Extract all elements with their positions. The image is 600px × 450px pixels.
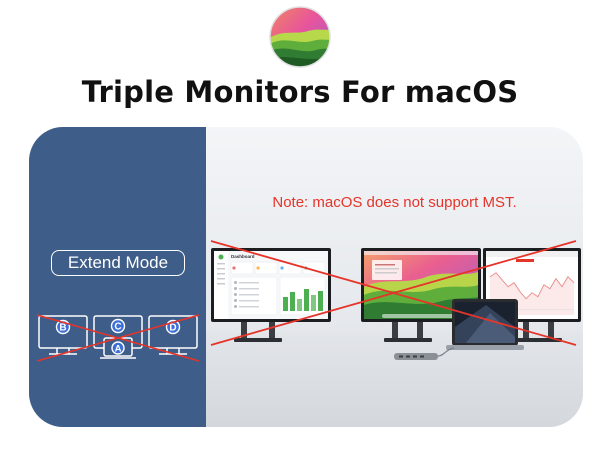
badge-a: A: [111, 341, 125, 355]
svg-text:D: D: [169, 323, 176, 334]
mst-note: Note: macOS does not support MST.: [272, 194, 517, 211]
svg-text:C: C: [114, 322, 121, 333]
svg-text:A: A: [115, 344, 122, 355]
comparison-card: Extend Mode: [29, 127, 583, 427]
macos-sonoma-icon: [269, 6, 331, 68]
dashboard-screen: Dashboard: [214, 251, 328, 319]
dashboard-heading: Dashboard: [231, 254, 255, 259]
page-title: Triple Monitors For macOS: [81, 75, 519, 109]
left-monitor: Dashboard: [211, 248, 331, 342]
extend-mode-panel: Extend Mode: [29, 127, 206, 427]
usb-hub: [394, 347, 455, 360]
display-arrangement-diagram: B C D A: [36, 314, 200, 362]
svg-text:B: B: [59, 323, 66, 334]
not-supported-cross-mark: [210, 240, 577, 346]
monitor-setup-illustration: Dashboard: [206, 240, 583, 427]
laptop: [446, 299, 524, 350]
monitor-setup-scene: Note: macOS does not support MST.: [206, 127, 583, 427]
badge-c: C: [110, 318, 126, 334]
extend-mode-label: Extend Mode: [51, 250, 185, 276]
mini-cross-mark: [36, 314, 200, 362]
